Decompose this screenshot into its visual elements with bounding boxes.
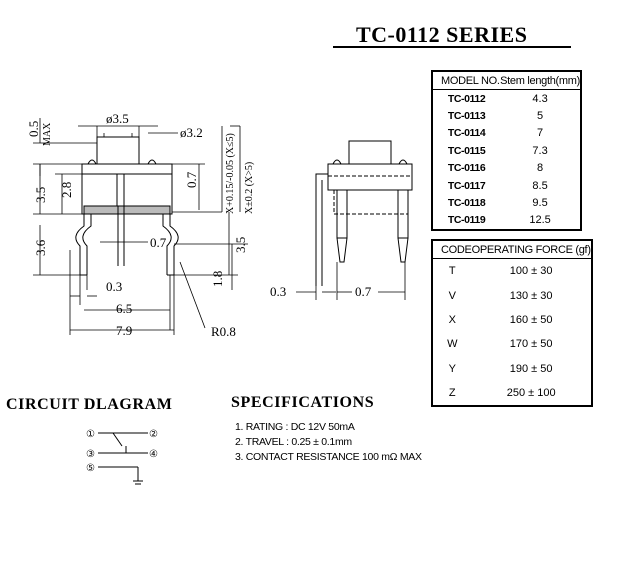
circuit-pin-1: ① xyxy=(86,429,95,440)
front-view-dimension-lines xyxy=(33,118,248,335)
table-row: TC-0114 7 xyxy=(432,125,581,142)
stem-length-table: MODEL NO. Stem length(mm) TC-0112 4.3 TC-… xyxy=(431,70,582,232)
table-header-row: CODE OPERATING FORCE (gf) xyxy=(432,240,592,259)
specifications-heading: SPECIFICATIONS xyxy=(231,394,375,411)
stem-cell: 5 xyxy=(537,110,544,123)
stem-cell: 8.5 xyxy=(532,179,548,192)
spec-item-travel: 2. TRAVEL : 0.25 ± 0.1mm xyxy=(235,436,352,448)
code-cell: X xyxy=(448,313,456,326)
header-operating-force: OPERATING FORCE (gf) xyxy=(471,240,592,259)
dim-pitch-0-7: 0.7 xyxy=(150,235,167,250)
circuit-lines xyxy=(98,432,148,485)
dim-diameter-stem: ø3.5 xyxy=(106,111,129,126)
code-cell: W xyxy=(447,338,458,351)
stem-cell: 7.3 xyxy=(532,144,548,157)
dim-width-7-9: 7.9 xyxy=(116,323,132,338)
side-view-dimension-lines xyxy=(296,262,406,300)
table-row: T 100 ± 30 xyxy=(432,259,592,284)
dim-height-2-8: 2.8 xyxy=(59,182,74,198)
table-row: TC-0116 8 xyxy=(432,160,581,177)
dim-height-3-5: 3.5 xyxy=(33,187,48,203)
title-underline xyxy=(333,46,571,48)
dim-max-height: 0.5 xyxy=(26,121,41,137)
table-row: W 170 ± 50 xyxy=(432,332,592,356)
dim-thickness-0-3: 0.3 xyxy=(106,279,122,294)
specifications-list: 1. RATING : DC 12V 50mA 2. TRAVEL : 0.25… xyxy=(235,420,422,465)
stem-cell: 8 xyxy=(537,162,544,175)
circuit-pin-3: ③ xyxy=(86,449,95,460)
force-cell: 160 ± 50 xyxy=(509,313,553,326)
model-cell: TC-0119 xyxy=(447,214,486,227)
operating-force-table: CODE OPERATING FORCE (gf) T 100 ± 30 V 130… xyxy=(431,239,593,408)
stem-cell: 9.5 xyxy=(532,197,548,210)
front-view-body xyxy=(75,136,179,276)
stem-cell: 7 xyxy=(537,127,544,140)
table-row: Y 190 ± 50 xyxy=(432,357,592,381)
circuit-diagram-heading: CIRCUIT DLAGRAM xyxy=(6,396,173,413)
model-cell: TC-0116 xyxy=(447,162,486,175)
side-view-body xyxy=(315,140,413,286)
table-row: V 130 ± 30 xyxy=(432,283,592,307)
header-model-no: MODEL NO. xyxy=(432,71,501,90)
stem-cell: 12.5 xyxy=(529,214,551,227)
force-cell: 190 ± 50 xyxy=(509,362,553,375)
model-cell: TC-0112 xyxy=(447,92,486,105)
dim-width-6-5: 6.5 xyxy=(116,301,132,316)
stem-cell: 4.3 xyxy=(532,92,548,105)
dim-max-label: MAX xyxy=(42,122,53,146)
force-cell: 130 ± 30 xyxy=(509,289,553,302)
spec-item-contact-resistance: 3. CONTACT RESISTANCE 100 mΩ MAX xyxy=(235,451,422,463)
dim-tolerance-x-gt-5: X±0.2 (X>5) xyxy=(244,162,255,214)
dim-side-0-7: 0.7 xyxy=(355,284,372,299)
dim-offset-0-7: 0.7 xyxy=(184,171,199,188)
circuit-pin-2: ② xyxy=(149,429,158,440)
dim-lead-3-5: 3.5 xyxy=(233,237,248,253)
table-row: TC-0118 9.5 xyxy=(432,194,581,211)
dim-lead-1-8: 1.8 xyxy=(210,271,225,287)
model-cell: TC-0117 xyxy=(447,179,486,192)
diagram-title: TC-0112 SERIES xyxy=(356,22,528,47)
circuit-pin-4: ④ xyxy=(149,449,158,460)
model-cell: TC-0114 xyxy=(447,127,486,140)
code-cell: Y xyxy=(448,362,456,375)
table-row: X 160 ± 50 xyxy=(432,308,592,332)
table-row: TC-0112 4.3 xyxy=(432,90,581,108)
force-cell: 100 ± 30 xyxy=(509,265,553,278)
table-row: TC-0119 12.5 xyxy=(432,212,581,230)
header-stem-length: Stem length(mm) xyxy=(500,71,581,90)
spec-item-rating: 1. RATING : DC 12V 50mA xyxy=(235,421,355,433)
dim-side-0-3: 0.3 xyxy=(270,284,286,299)
code-cell: V xyxy=(448,289,456,302)
code-cell: Z xyxy=(448,387,456,400)
model-cell: TC-0115 xyxy=(447,144,486,157)
dim-radius: R0.8 xyxy=(211,324,236,339)
dim-lead-3-6: 3.6 xyxy=(33,239,48,256)
dim-tolerance-x-le-5: X+0.15/-0.05 (X≤5) xyxy=(225,133,236,214)
dim-diameter-cap: ø3.2 xyxy=(180,125,203,140)
force-cell: 170 ± 50 xyxy=(509,338,553,351)
table-header-row: MODEL NO. Stem length(mm) xyxy=(432,71,581,90)
header-code: CODE xyxy=(432,240,472,259)
circuit-pin-5: ⑤ xyxy=(86,463,95,474)
table-row: TC-0115 7.3 xyxy=(432,142,581,159)
table-row: TC-0117 8.5 xyxy=(432,177,581,194)
model-cell: TC-0113 xyxy=(447,110,486,123)
model-cell: TC-0118 xyxy=(447,197,486,210)
table-row: Z 250 ± 100 xyxy=(432,381,592,406)
code-cell: T xyxy=(448,265,456,278)
force-cell: 250 ± 100 xyxy=(506,387,556,400)
table-row: TC-0113 5 xyxy=(432,107,581,124)
